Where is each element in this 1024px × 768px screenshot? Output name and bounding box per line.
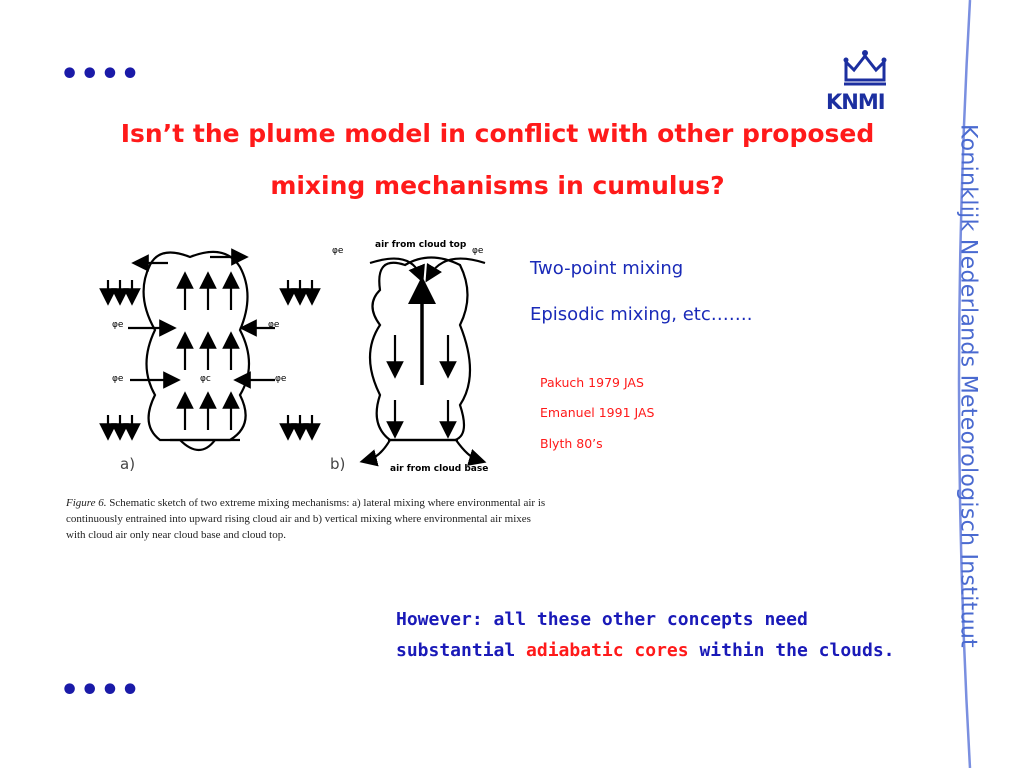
- phi-e-label-4: φe: [275, 374, 287, 384]
- reference-blyth: Blyth 80’s: [540, 436, 603, 451]
- reference-emanuel: Emanuel 1991 JAS: [540, 405, 655, 420]
- phi-e-label-2: φe: [268, 320, 280, 330]
- caption-label: Figure 6.: [66, 497, 107, 509]
- conclusion-highlight: adiabatic cores: [526, 640, 689, 661]
- conclusion-part-2: within the clouds.: [688, 640, 895, 661]
- knmi-crown-icon: [843, 50, 887, 86]
- mechanism-two-point-mixing: Two-point mixing: [530, 258, 684, 279]
- phi-e-label-1: φe: [112, 320, 124, 330]
- figure-caption: Figure 6. Schematic sketch of two extrem…: [66, 495, 546, 543]
- title-line-2: mixing mechanisms in cumulus?: [270, 171, 725, 200]
- phi-e-label-6: φe: [472, 246, 484, 256]
- sidebar-curve: [957, 0, 972, 768]
- mixing-schematic-figure: φe φe φe φe φc φe φe air from cloud top …: [99, 240, 488, 474]
- phi-e-label-3: φe: [112, 374, 124, 384]
- panel-a-label: a): [120, 455, 135, 473]
- reference-pakuch: Pakuch 1979 JAS: [540, 375, 644, 390]
- phi-e-label-5: φe: [332, 246, 344, 256]
- institute-name-vertical: Koninklijk Nederlands Meteorologisch Ins…: [955, 124, 981, 648]
- bullet-dots-bottom: ••••: [60, 673, 141, 708]
- phi-c-label: φc: [200, 374, 211, 384]
- air-from-cloud-base-label: air from cloud base: [390, 464, 488, 474]
- caption-text: Schematic sketch of two extreme mixing m…: [66, 497, 546, 541]
- bullet-dots-top: ••••: [60, 57, 141, 92]
- title-line-1: Isn’t the plume model in conflict with o…: [120, 119, 875, 148]
- slide-title: Isn’t the plume model in conflict with o…: [40, 108, 955, 212]
- conclusion-text: However: all these other concepts need s…: [396, 604, 896, 666]
- conclusion-part-1: However: all these other concepts need s…: [396, 609, 808, 661]
- air-from-cloud-top-label: air from cloud top: [375, 240, 467, 250]
- mechanism-episodic-mixing: Episodic mixing, etc…….: [530, 304, 753, 325]
- knmi-logo-text: KNMI: [826, 90, 886, 114]
- panel-b-label: b): [330, 455, 345, 473]
